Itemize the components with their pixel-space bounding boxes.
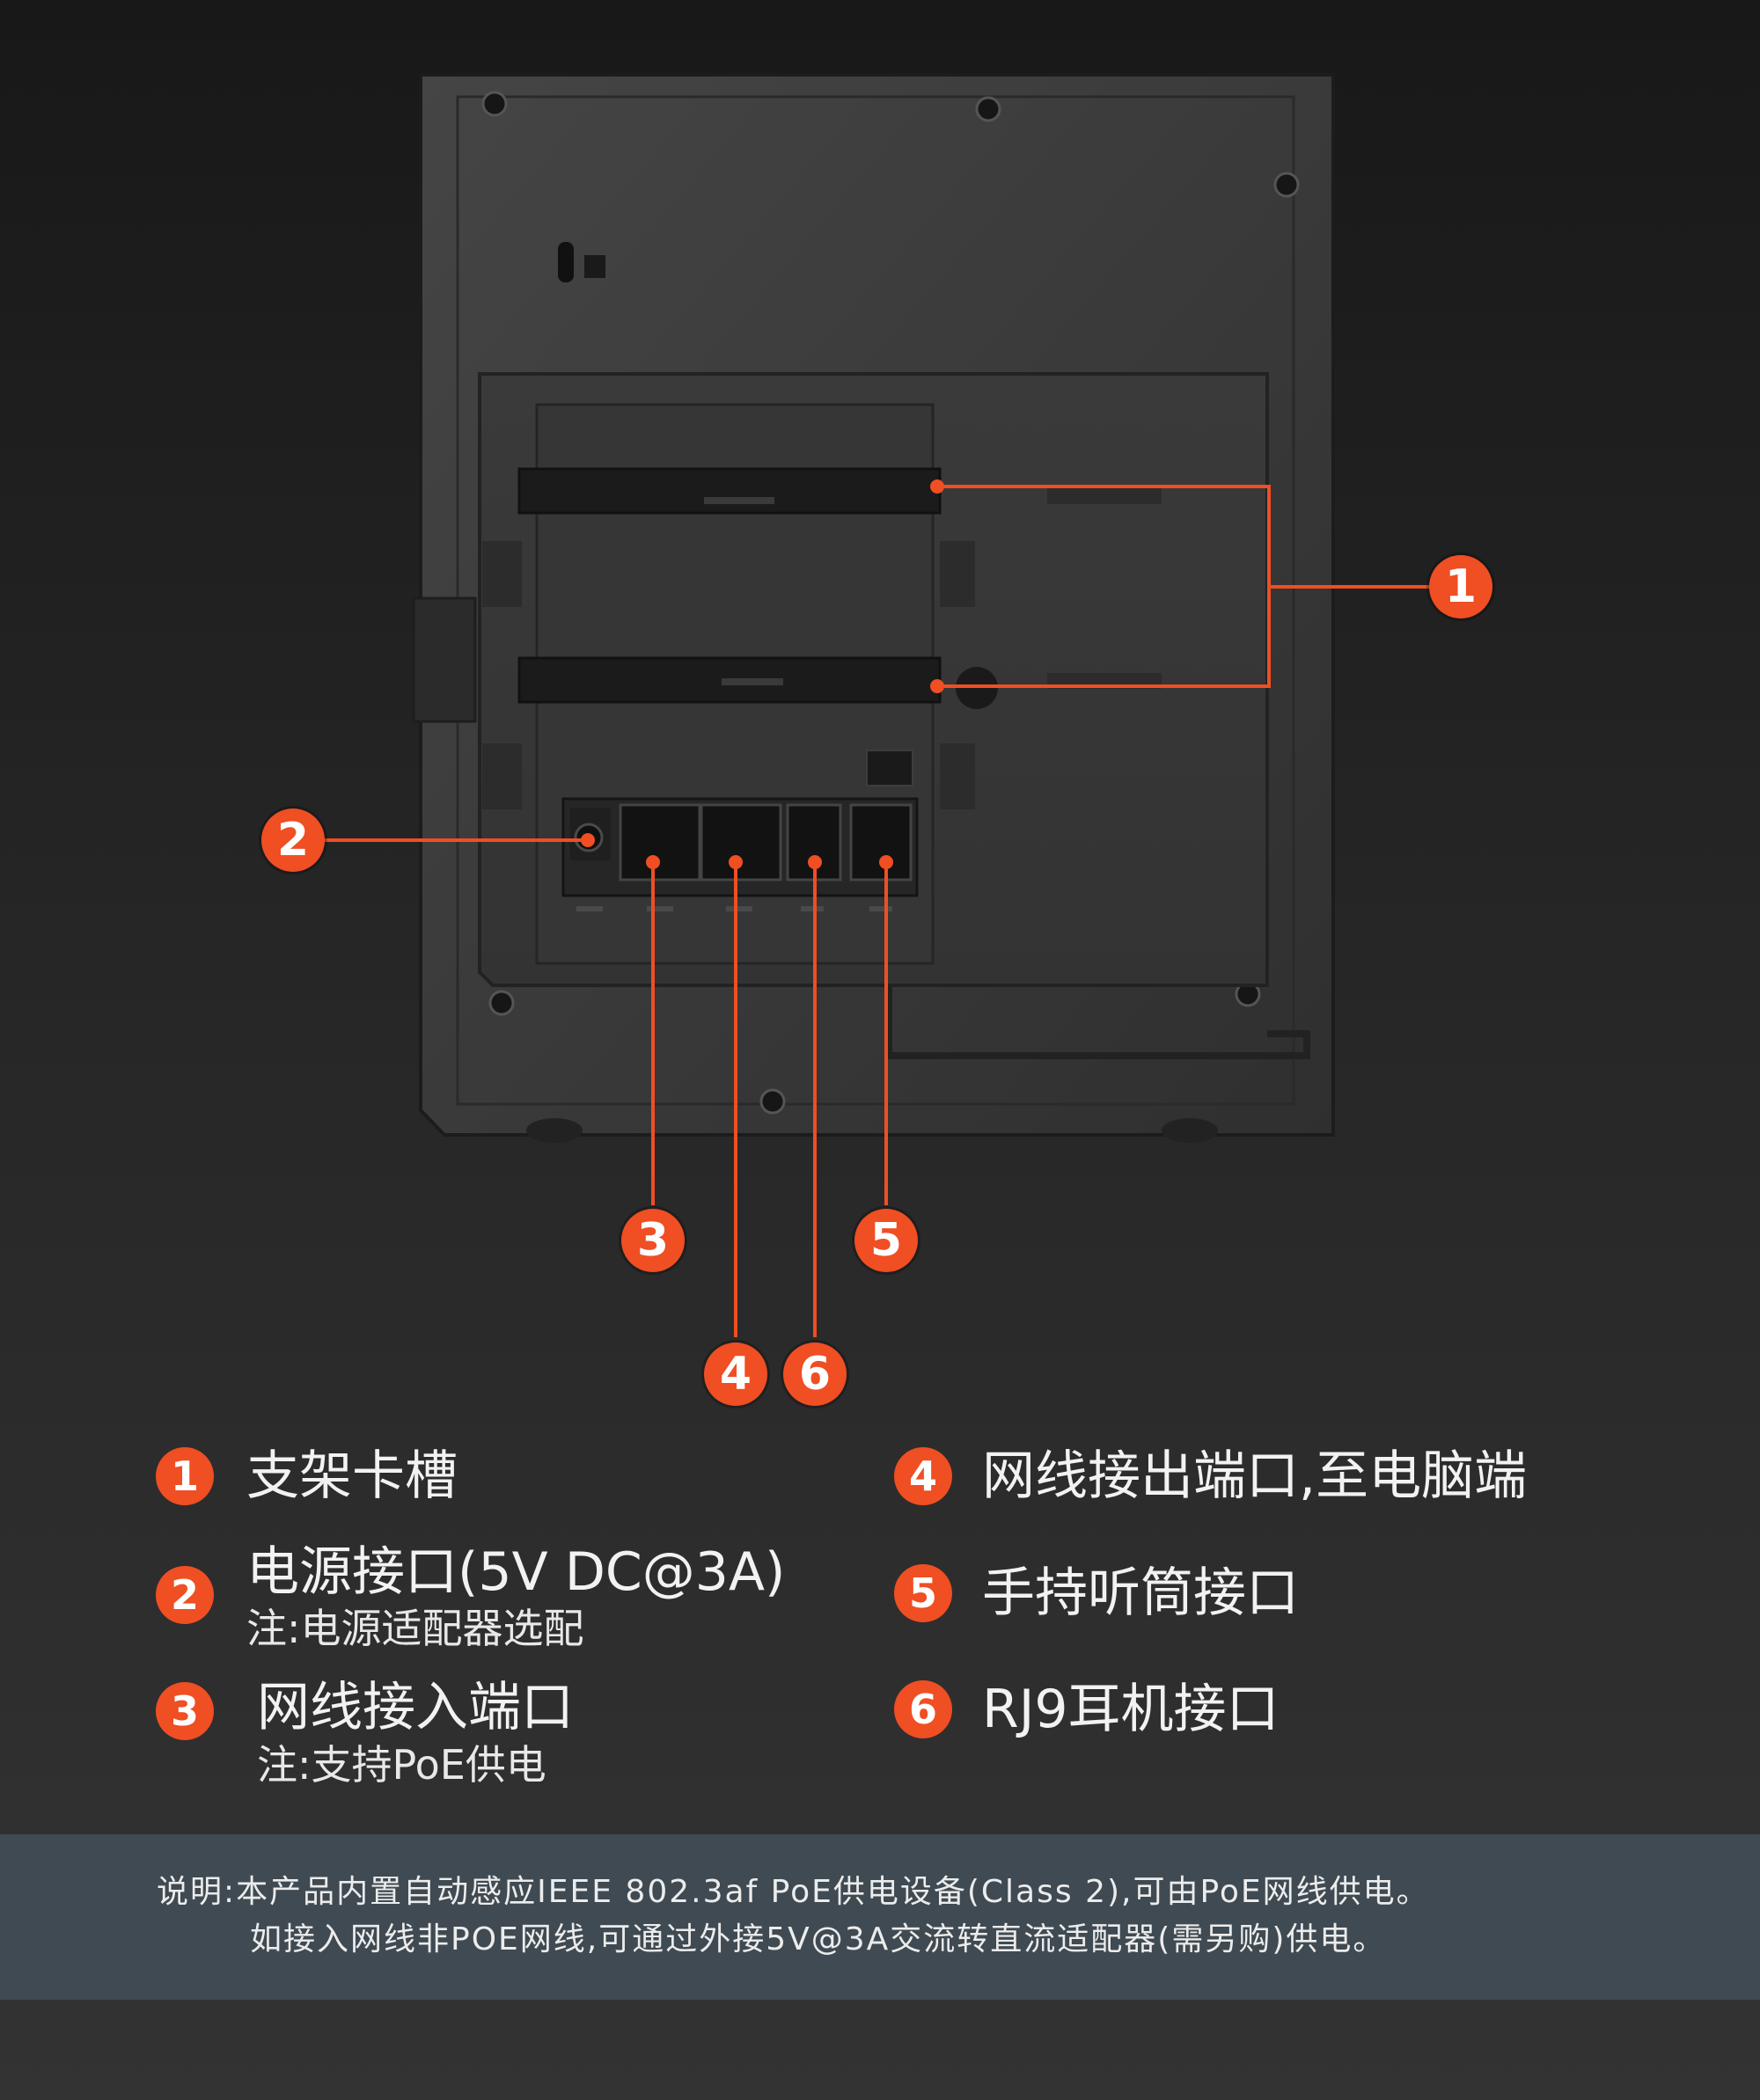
legend-item-6: 6 RJ9耳机接口	[894, 1679, 1686, 1751]
legend-title: 网线接入端口	[257, 1677, 574, 1738]
legend-badge: 6	[894, 1680, 952, 1738]
legend-item-5: 5 手持听筒接口	[894, 1562, 1686, 1635]
legend-title: 支架卡槽	[246, 1445, 458, 1507]
footer-note-line-2: 如接入网线非POE网线,可通过外接5V@3A交流转直流适配器(需另购)供电。	[250, 1921, 1387, 1957]
legend-item-3: 3 网线接入端口 注:支持PoE供电	[156, 1677, 877, 1796]
legend-title: RJ9耳机接口	[982, 1679, 1280, 1740]
callout-badge-5: 5	[854, 1209, 918, 1272]
legend-title: 电源接口(5V DC@3A)	[246, 1541, 786, 1603]
stand-slots	[517, 467, 998, 709]
legend-note: 注:电源适配器选配	[246, 1605, 584, 1652]
callout-badge-2: 2	[261, 809, 325, 872]
callout-badge-6: 6	[783, 1343, 847, 1406]
legend-item-4: 4 网线接出端口,至电脑端	[894, 1445, 1686, 1518]
footer-note-band: 说明:本产品内置自动感应IEEE 802.3af PoE供电设备(Class 2…	[0, 1834, 1760, 2000]
legend-item-1: 1 支架卡槽	[156, 1445, 860, 1518]
legend-badge: 1	[156, 1447, 214, 1505]
legend-badge: 2	[156, 1566, 214, 1624]
legend-badge: 3	[156, 1682, 214, 1740]
callout-badge-4: 4	[704, 1343, 767, 1406]
callout-leader-lines	[321, 485, 1430, 1337]
legend-title: 手持听筒接口	[982, 1562, 1299, 1624]
lock-slot-icon	[558, 242, 605, 282]
legend-badge: 5	[894, 1564, 952, 1622]
legend-item-2: 2 电源接口(5V DC@3A) 注:电源适配器选配	[156, 1541, 877, 1663]
legend-title: 网线接出端口,至电脑端	[982, 1445, 1528, 1507]
callout-badge-3: 3	[621, 1209, 685, 1272]
legend-badge: 4	[894, 1447, 952, 1505]
screws	[481, 91, 1300, 1115]
footer-note-line-1: 说明:本产品内置自动感应IEEE 802.3af PoE供电设备(Class 2…	[157, 1874, 1430, 1910]
callout-badge-1: 1	[1429, 555, 1492, 618]
callout-anchor-dots	[581, 479, 944, 869]
legend-note: 注:支持PoE供电	[257, 1741, 546, 1789]
